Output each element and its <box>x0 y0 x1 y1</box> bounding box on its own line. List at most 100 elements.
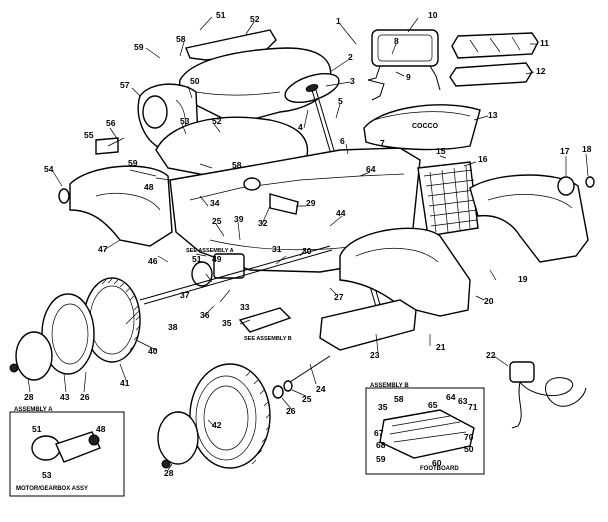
callout: 35 <box>222 318 232 328</box>
assembly-a-title: ASSEMBLY A <box>14 407 53 413</box>
callout: 68 <box>376 440 386 450</box>
nut-28-bottom <box>161 459 171 469</box>
callout: 16 <box>478 154 488 164</box>
callout: 11 <box>540 38 549 48</box>
callout: 37 <box>180 290 190 300</box>
callout: 51 <box>32 424 42 434</box>
windshield-frame <box>367 29 441 101</box>
callout: 59 <box>128 158 138 168</box>
callout: 46 <box>148 256 158 266</box>
callout: 56 <box>106 118 116 128</box>
callout: 55 <box>84 130 94 140</box>
callout: 21 <box>436 342 446 352</box>
callout: 58 <box>232 160 242 170</box>
callout: 50 <box>464 444 474 454</box>
callout: 6 <box>340 136 345 146</box>
callout: 59 <box>134 42 144 52</box>
callout: 43 <box>60 392 70 402</box>
seat-back <box>178 29 332 121</box>
callout: 50 <box>190 76 200 86</box>
callout: 9 <box>406 72 411 82</box>
callout: 57 <box>120 80 130 90</box>
callout: 34 <box>210 198 220 208</box>
hubcap-28 <box>15 331 53 381</box>
callout: 65 <box>428 400 438 410</box>
callout: 48 <box>144 182 154 192</box>
front-right-fender <box>469 174 589 263</box>
callout: 3 <box>350 76 355 86</box>
callout: 23 <box>370 350 380 360</box>
callout: 33 <box>240 302 250 312</box>
callout: 15 <box>436 146 446 156</box>
callout: 13 <box>488 110 498 120</box>
motor-gearbox <box>139 245 333 333</box>
callout: 26 <box>286 406 296 416</box>
callout: 51 <box>216 10 226 20</box>
callout: 59 <box>376 454 386 464</box>
callout: 64 <box>446 392 456 402</box>
callout: 4 <box>298 122 303 132</box>
callout: 31 <box>272 244 282 254</box>
callout: 8 <box>394 36 399 46</box>
nut-18 <box>585 176 595 188</box>
battery-charger <box>509 361 587 429</box>
callout: 42 <box>212 420 222 430</box>
hood: COCCO <box>363 104 481 151</box>
callout: 53 <box>42 470 52 480</box>
callout: 5 <box>338 96 343 106</box>
callout: 64 <box>366 164 376 174</box>
assembly-b-caption: FOOTBOARD <box>420 466 459 472</box>
callout: 19 <box>518 274 528 284</box>
callout: 40 <box>148 346 158 356</box>
callout: 36 <box>200 310 210 320</box>
callout: 29 <box>306 198 316 208</box>
callout: 41 <box>120 378 130 388</box>
see-assembly-b-note: SEE ASSEMBLY B <box>244 336 292 342</box>
callout: 51 <box>192 254 202 264</box>
callout: 32 <box>258 218 268 228</box>
callout: 20 <box>484 296 494 306</box>
callout: 24 <box>316 384 326 394</box>
callout: 18 <box>582 144 592 154</box>
callout: 28 <box>24 392 34 402</box>
hood-emblem-text: COCCO <box>412 123 439 130</box>
callout: 70 <box>464 432 474 442</box>
washer-25 <box>283 380 293 392</box>
callout: 47 <box>98 244 108 254</box>
callout: 67 <box>374 428 384 438</box>
callout: 49 <box>212 254 222 264</box>
leader-lines <box>27 16 589 471</box>
assembly-a-caption: MOTOR/GEARBOX ASSY <box>16 486 88 492</box>
callout: 22 <box>486 350 496 360</box>
callout: 1 <box>336 16 341 26</box>
callout: 25 <box>302 394 312 404</box>
callout: 27 <box>334 292 344 302</box>
callout: 63 <box>458 396 468 406</box>
assembly-b-inset: ASSEMBLY B FOOTBOARD <box>365 383 485 475</box>
see-assembly-a-note: SEE ASSEMBLY A <box>186 248 234 254</box>
callout: 35 <box>378 402 388 412</box>
callout: 10 <box>428 10 438 20</box>
rear-left-fender <box>69 165 173 247</box>
callout: 48 <box>96 424 106 434</box>
callout: 39 <box>234 214 244 224</box>
callout: 52 <box>250 14 260 24</box>
grille <box>417 161 479 237</box>
callout: 58 <box>394 394 404 404</box>
callout: 30 <box>302 246 312 256</box>
callout: 52 <box>212 116 222 126</box>
front-wheel <box>189 363 271 469</box>
assembly-a-inset: ASSEMBLY A MOTOR/GEARBOX ASSY <box>9 407 125 497</box>
callout: 25 <box>212 216 222 226</box>
callout: 44 <box>336 208 346 218</box>
washer-26 <box>272 385 284 399</box>
horn <box>243 177 299 215</box>
callout: 60 <box>432 458 442 468</box>
windshield-panel-12 <box>449 62 533 87</box>
callout: 54 <box>44 164 54 174</box>
callout: 53 <box>180 116 190 126</box>
callout: 38 <box>168 322 178 332</box>
callout: 28 <box>164 468 174 478</box>
front-left-fender <box>339 227 471 317</box>
